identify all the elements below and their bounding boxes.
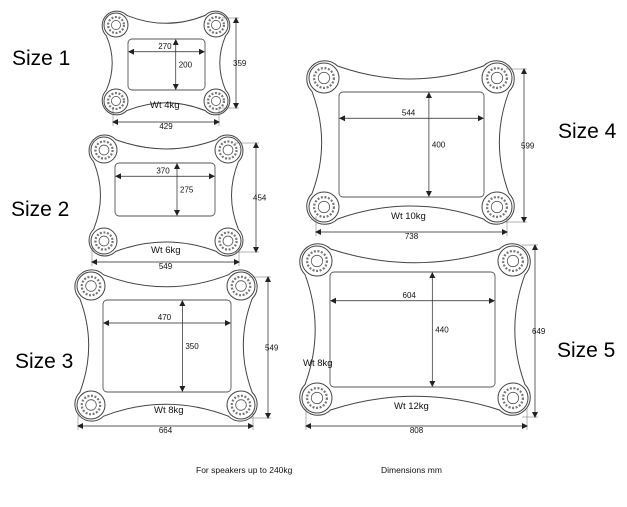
- spike-thread-icon: [230, 275, 252, 297]
- size-1-inner-height: 200: [179, 61, 193, 70]
- size-1-label: Size 1: [12, 47, 70, 70]
- size-5-plate-outline: [299, 243, 531, 416]
- size-1-inner-width: 270: [158, 42, 172, 51]
- mounting-hole-icon: [85, 399, 97, 411]
- mounting-hole-icon: [310, 254, 324, 268]
- size-1-inner-cutout: [127, 38, 206, 91]
- size-1-overall-height: 359: [233, 59, 247, 68]
- spike-thread-icon: [313, 66, 336, 89]
- spike-thread-icon: [94, 231, 114, 251]
- size-2-plate-outline: [88, 134, 244, 257]
- size-1-weight: Wt 4kg: [150, 100, 180, 111]
- spike-thread-icon: [313, 196, 336, 219]
- size-2-weight: Wt 6kg: [151, 245, 181, 256]
- mounting-hole-icon: [310, 391, 324, 405]
- size-2-label: Size 2: [11, 198, 69, 221]
- mounting-hole-icon: [211, 20, 221, 30]
- size-4-overall-width: 738: [405, 232, 419, 241]
- mounting-hole-icon: [211, 96, 221, 106]
- spike-thread-icon: [502, 250, 525, 273]
- size-5-inner-cutout: [329, 271, 496, 388]
- plate-size-4: 544 400 738 599 Wt 10kg: [306, 60, 535, 241]
- size-3-inner-cutout: [102, 299, 232, 393]
- spike-thread-icon: [80, 394, 102, 416]
- size-5-label: Size 5: [557, 339, 615, 362]
- mounting-hole-icon: [98, 144, 110, 156]
- size-3-plate-outline: [74, 269, 258, 422]
- capacity-note: For speakers up to 240kg: [196, 465, 293, 475]
- spike-thread-icon: [486, 66, 509, 89]
- size-4-plate-outline: [306, 60, 515, 225]
- mounting-hole-icon: [506, 391, 520, 405]
- mounting-hole-icon: [222, 235, 234, 247]
- size-3-overall-width: 664: [159, 426, 173, 435]
- spike-thread-icon: [206, 15, 226, 35]
- size-4-inner-width: 544: [402, 108, 416, 117]
- size-5-weight: Wt 12kg: [394, 401, 429, 412]
- spike-thread-icon: [106, 91, 126, 111]
- spike-thread-icon: [106, 15, 126, 35]
- mounting-hole-icon: [506, 254, 520, 268]
- size-1-plate-outline: [101, 10, 231, 116]
- spike-thread-icon: [206, 91, 226, 111]
- stray-weight-label: Wt 8kg: [303, 358, 333, 369]
- size-2-overall-width: 549: [159, 262, 173, 271]
- mounting-hole-icon: [111, 96, 121, 106]
- mounting-hole-icon: [235, 399, 247, 411]
- size-3-inner-height: 350: [185, 342, 199, 351]
- size-2-inner-height: 275: [180, 186, 194, 195]
- size-5-overall-height: 649: [532, 327, 546, 336]
- spike-thread-icon: [486, 196, 509, 219]
- size-4-inner-height: 400: [432, 141, 446, 150]
- size-3-inner-width: 470: [158, 313, 172, 322]
- size-4-weight: Wt 10kg: [391, 211, 426, 222]
- mounting-hole-icon: [490, 71, 504, 85]
- units-note: Dimensions mm: [381, 465, 442, 475]
- spike-thread-icon: [230, 394, 252, 416]
- spike-thread-icon: [94, 140, 114, 160]
- size-1-overall-width: 429: [159, 122, 173, 131]
- spike-thread-icon: [218, 231, 238, 251]
- mounting-hole-icon: [98, 235, 110, 247]
- mounting-hole-icon: [222, 144, 234, 156]
- size-5-inner-width: 604: [403, 291, 417, 300]
- size-4-overall-height: 599: [521, 142, 535, 151]
- size-2-inner-width: 370: [156, 166, 170, 175]
- size-3-overall-height: 549: [265, 344, 279, 353]
- mounting-hole-icon: [85, 280, 97, 292]
- size-2-inner-cutout: [114, 162, 216, 217]
- plate-size-1: 270 200 429 359 Wt 4kg: [101, 10, 247, 131]
- spike-thread-icon: [218, 140, 238, 160]
- spike-thread-icon: [306, 387, 329, 410]
- plate-size-5: 604 440 808 649 Wt 12kg: [299, 243, 546, 435]
- spike-thread-icon: [80, 275, 102, 297]
- mounting-hole-icon: [317, 71, 331, 85]
- mounting-hole-icon: [490, 200, 504, 214]
- spike-thread-icon: [502, 387, 525, 410]
- mounting-hole-icon: [111, 20, 121, 30]
- spike-thread-icon: [306, 250, 329, 273]
- size-4-label: Size 4: [558, 120, 617, 143]
- size-5-inner-height: 440: [435, 326, 449, 335]
- size-2-overall-height: 454: [253, 194, 267, 203]
- size-3-label: Size 3: [15, 350, 73, 373]
- mounting-hole-icon: [235, 280, 247, 292]
- mounting-hole-icon: [317, 200, 331, 214]
- size-5-overall-width: 808: [410, 426, 424, 435]
- size-4-inner-cutout: [338, 91, 485, 198]
- size-3-weight: Wt 8kg: [154, 405, 184, 416]
- plate-size-3: 470 350 664 549 Wt 8kg: [74, 269, 279, 435]
- plate-size-2: 370 275 549 454 Wt 6kg: [88, 134, 267, 271]
